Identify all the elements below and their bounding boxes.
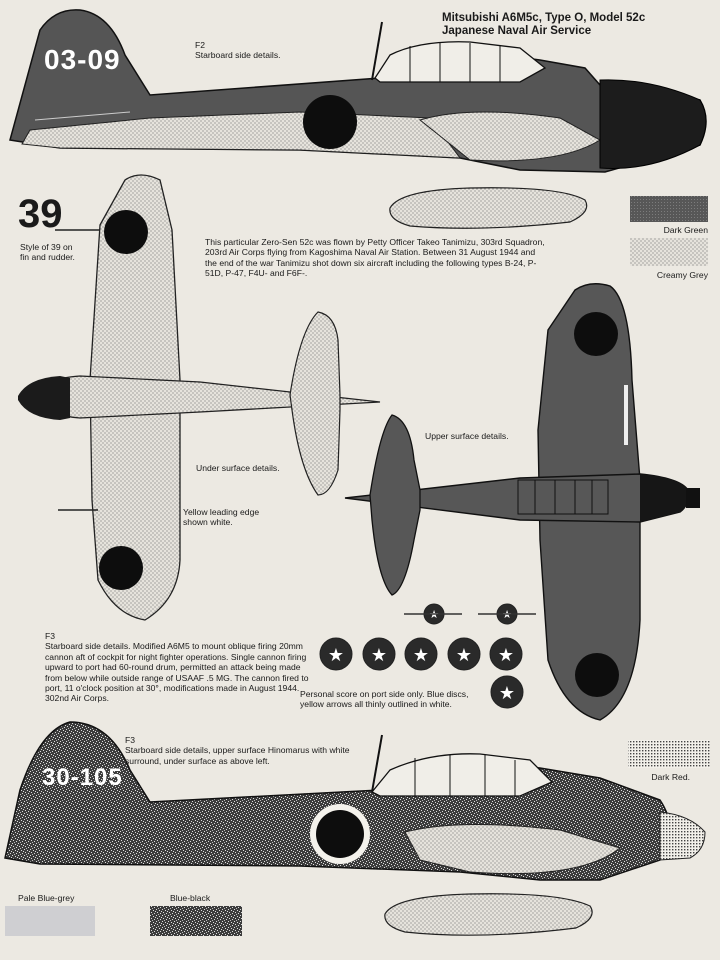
- f3-lower-label: F3: [125, 735, 136, 745]
- swatch-label-dark-green: Dark Green: [663, 225, 708, 235]
- page-title: Mitsubishi A6M5c, Type O, Model 52c Japa…: [442, 12, 645, 38]
- f2-caption: F2 Starboard side details.: [195, 40, 281, 61]
- score-note: Personal score on port side only. Blue d…: [300, 689, 469, 710]
- upper-surface-label: Upper surface details.: [425, 431, 509, 441]
- svg-text:★: ★: [413, 645, 429, 666]
- f3-profile: [4, 721, 706, 936]
- swatch-label-pale-blue-grey: Pale Blue-grey: [18, 893, 75, 903]
- f3-aircraft-code: 30-105: [42, 764, 123, 791]
- f3-description: Starboard side details. Modified A6M5 to…: [45, 641, 309, 704]
- title-line-1: Mitsubishi A6M5c, Type O, Model 52c: [442, 12, 646, 24]
- swatch-label-dark-red: Dark Red.: [651, 772, 690, 782]
- swatch-dark-red: [628, 740, 710, 768]
- swatch-pale-blue-grey: [5, 906, 95, 936]
- swatch-label-blue-black: Blue-black: [170, 893, 211, 903]
- under-surface-plan: [18, 174, 381, 621]
- f2-aircraft-code: 03-09: [44, 44, 121, 75]
- aircraft-number-39: 39: [18, 192, 63, 236]
- aircraft-description: This particular Zero-Sen 52c was flown b…: [205, 237, 545, 279]
- kill-markings: ★★ ★★ ★★ ★★: [319, 603, 536, 709]
- f2-label: F2: [195, 40, 206, 50]
- svg-text:★: ★: [499, 683, 515, 704]
- svg-text:★: ★: [328, 645, 344, 666]
- under-surface-label: Under surface details.: [196, 463, 280, 473]
- f2-caption-text: Starboard side details.: [195, 50, 281, 61]
- f3-description-block: F3 Starboard side details. Modified A6M5…: [45, 631, 315, 704]
- f3-lower-caption-block: F3 Starboard side details, upper surface…: [125, 735, 375, 766]
- swatch-dark-green: [630, 196, 708, 222]
- f3-label: F3: [45, 631, 56, 641]
- leading-edge-note: Yellow leading edge shown white.: [183, 507, 260, 528]
- swatch-creamy-grey: [630, 238, 708, 266]
- upper-surface-plan: [344, 283, 700, 721]
- f3-lower-caption: Starboard side details, upper surface Hi…: [125, 745, 350, 766]
- swatch-blue-black: [150, 906, 242, 936]
- swatch-label-creamy-grey: Creamy Grey: [656, 270, 708, 280]
- style-note: Style of 39 on fin and rudder.: [20, 242, 75, 263]
- svg-text:★: ★: [498, 645, 514, 666]
- svg-text:★: ★: [371, 645, 387, 666]
- title-line-2: Japanese Naval Air Service: [442, 25, 592, 37]
- svg-text:★: ★: [456, 645, 472, 666]
- f2-profile: [9, 9, 707, 229]
